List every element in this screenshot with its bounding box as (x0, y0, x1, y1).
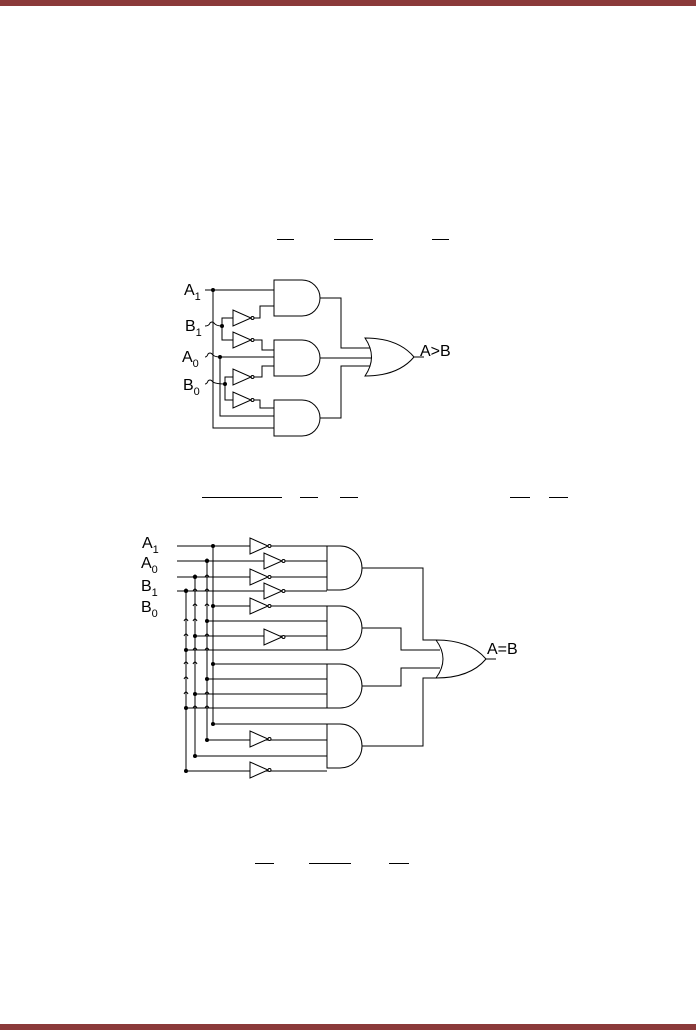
output-label: A=B (487, 641, 518, 658)
not-gate (249, 730, 270, 748)
or-gate (364, 337, 415, 377)
and-gate (326, 663, 363, 709)
and-gate (273, 339, 321, 377)
top-rule (0, 0, 696, 6)
input-label: B1 (141, 578, 158, 599)
input-label: B1 (185, 318, 202, 339)
and-gate (273, 399, 321, 437)
input-label: B0 (183, 377, 200, 398)
and-gate (326, 605, 363, 651)
bottom-rule (0, 1024, 696, 1030)
and-gate (273, 279, 321, 317)
not-gate (263, 552, 284, 570)
not-gate (249, 597, 270, 615)
input-label: A0 (182, 349, 199, 370)
input-label: A1 (142, 535, 159, 556)
not-gate (249, 537, 270, 555)
and-gate (326, 545, 363, 591)
not-gate (263, 582, 284, 600)
not-gate (249, 761, 270, 779)
input-label: A0 (141, 555, 158, 576)
and-gate (326, 723, 363, 769)
input-label: B0 (141, 599, 158, 620)
input-label: A1 (184, 282, 201, 303)
not-gate (263, 628, 284, 646)
output-label: A>B (420, 343, 451, 360)
not-gate (249, 568, 270, 586)
or-gate (435, 639, 487, 679)
